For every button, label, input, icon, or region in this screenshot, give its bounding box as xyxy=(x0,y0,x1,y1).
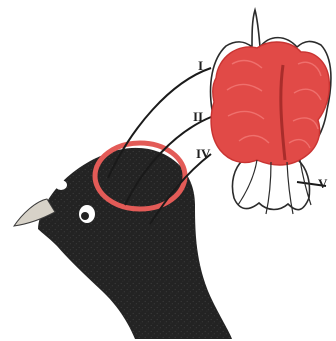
label-II: II xyxy=(193,109,203,124)
brain-stem-left xyxy=(238,160,257,205)
label-I: I xyxy=(198,58,203,73)
bird-head-silhouette-icon xyxy=(38,148,232,339)
label-IV: IV xyxy=(196,146,211,161)
brain-lower-structure xyxy=(238,160,311,214)
pupil xyxy=(81,212,89,220)
bird-head xyxy=(14,143,232,339)
label-V: V xyxy=(318,176,328,191)
brain-stem-center-left xyxy=(266,162,271,214)
nostril-mark xyxy=(55,180,67,190)
brain-upper-left-lobe xyxy=(211,42,329,165)
